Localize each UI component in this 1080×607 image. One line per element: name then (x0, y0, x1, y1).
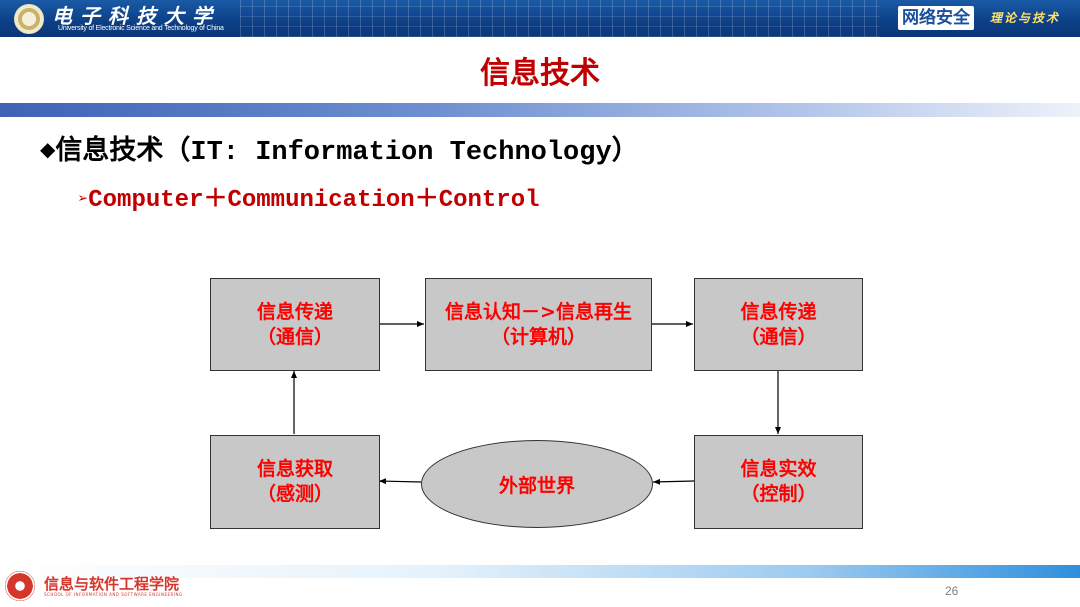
node-outside-world: 外部世界 (421, 440, 653, 528)
school-name-en: SCHOOL OF INFORMATION AND SOFTWARE ENGIN… (44, 592, 183, 597)
course-subtitle: 理论与技术 (990, 11, 1061, 25)
node-sublabel: （控制） (740, 483, 817, 505)
node-label: 信息认知－>信息再生 (445, 300, 632, 323)
node-sublabel: （通信） (740, 325, 817, 348)
school-name: 信息与软件工程学院 (44, 575, 180, 593)
node-label: 信息获取 (256, 458, 333, 480)
bullet-it: ◆信息技术（IT: Information Technology） (40, 128, 639, 168)
node-info-cognition: 信息认知－>信息再生 （计算机） (425, 278, 652, 371)
footer-bar (0, 565, 1080, 578)
node-info-effect: 信息实效 （控制） (694, 435, 863, 529)
node-label: 信息传递 (256, 300, 333, 323)
bullet-it-cn: 信息技术 (55, 135, 164, 166)
bullet-it-paren-close: ） (611, 135, 639, 166)
diamond-bullet-icon: ◆ (40, 137, 56, 161)
arrow-effect-to-world (652, 478, 695, 485)
node-info-acquire: 信息获取 （感测） (210, 435, 380, 529)
node-label: 外部世界 (498, 474, 575, 497)
title-divider-bar (0, 103, 1080, 117)
slide-title: 信息技术 (480, 56, 600, 91)
node-sublabel: （通信） (256, 325, 333, 348)
node-sublabel: （感测） (256, 483, 333, 505)
bullet-it-paren-open: （ (163, 135, 191, 166)
course-title: 网络安全 (898, 6, 974, 30)
bullet-3c: ➢Computer＋Communication＋Control (78, 178, 540, 214)
banner-pattern (240, 0, 880, 37)
node-label: 信息传递 (740, 300, 817, 323)
node-label: 信息实效 (740, 458, 817, 480)
university-logo-icon (14, 4, 44, 34)
bullet-3c-text: Computer＋Communication＋Control (88, 187, 540, 214)
arrow-bullet-icon: ➢ (78, 191, 89, 210)
node-sublabel: （计算机） (490, 325, 586, 348)
university-name-en: University of Electronic Science and Tec… (58, 25, 224, 32)
page-number: 26 (945, 584, 959, 598)
bullet-it-en: IT: Information Technology (190, 138, 612, 168)
top-banner: 电子科技大学 University of Electronic Science … (0, 0, 1080, 37)
node-info-transfer-left: 信息传递 （通信） (210, 278, 380, 371)
university-name: 电子科技大学 (52, 4, 220, 28)
node-info-transfer-right: 信息传递 （通信） (694, 278, 863, 371)
school-logo-icon (5, 571, 35, 601)
arrow-world-to-acquire (378, 478, 422, 485)
